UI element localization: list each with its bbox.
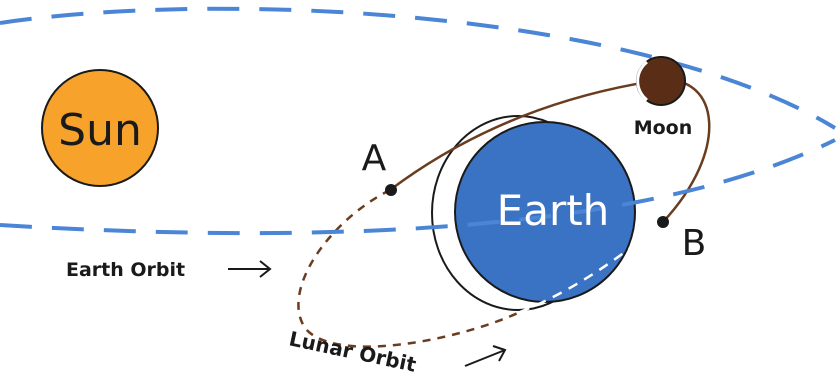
moon-label: Moon [634, 117, 693, 139]
earth-orbit-label: Earth Orbit [66, 259, 185, 281]
point-a-marker [385, 184, 397, 196]
earth-label: Earth [497, 186, 610, 235]
lunar-orbit-arrow-icon [465, 346, 505, 366]
lunar-orbit-label: Lunar Orbit [287, 326, 419, 376]
sun-label: Sun [58, 105, 142, 156]
earth-orbit-arrow-icon [228, 261, 270, 277]
point-a-label: A [362, 138, 387, 179]
point-b-marker [657, 216, 669, 228]
point-b-label: B [682, 223, 707, 264]
